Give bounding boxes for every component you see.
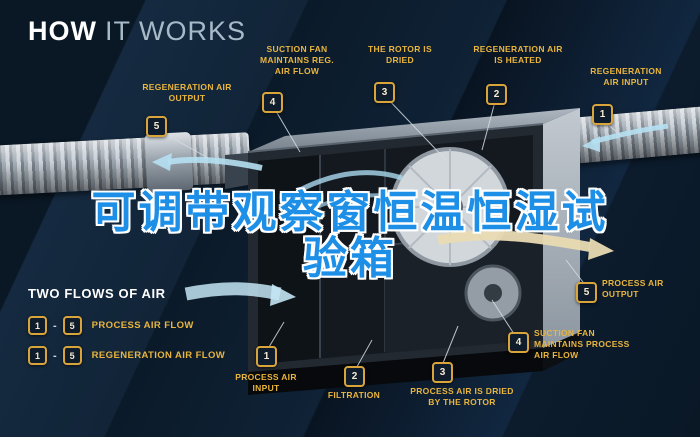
callout-label-process-fan: SUCTION FAN MAINTAINS PROCESS AIR FLOW [534,328,630,361]
legend-separator: - [53,349,57,362]
legend-badge-regen-from: 1 [28,346,47,365]
callout-label-rotor-dried: THE ROTOR IS DRIED [368,44,432,66]
legend-badge-process-to: 5 [62,316,82,335]
callout-label-regen-heated: REGENERATION AIR IS HEATED [473,44,563,66]
callout-label-process-output: PROCESS AIR OUTPUT [602,278,664,300]
overlay-title-line2: 验箱 [303,233,397,284]
legend-row-regeneration: 1 - 5 REGENERATION AIR FLOW [28,346,225,365]
legend-separator: - [53,319,57,332]
callout-badge-process-dried: 3 [432,362,453,383]
legend-badge-process-from: 1 [28,316,47,335]
legend-label-process: PROCESS AIR FLOW [91,320,194,331]
legend-row-process: 1 - 5 PROCESS AIR FLOW [28,316,194,335]
callout-badge-regen-fan: 4 [262,92,283,113]
callout-label-process-input: PROCESS AIR INPUT [235,372,297,394]
page-title-bold: HOW [28,16,97,46]
callout-label-process-dried: PROCESS AIR IS DRIED BY THE ROTOR [410,386,514,408]
legend-badge-regen-to: 5 [62,346,82,365]
callout-badge-regen-heated: 2 [486,84,507,105]
callout-label-regen-fan: SUCTION FAN MAINTAINS REG. AIR FLOW [260,44,334,77]
callout-badge-process-input: 1 [256,346,277,367]
callout-label-regen-input: REGENERATION AIR INPUT [590,66,662,88]
right-air-duct [563,105,700,165]
callout-badge-filtration: 2 [344,366,365,387]
page-title-light: IT WORKS [104,16,246,46]
callout-badge-regen-output: 5 [146,116,167,137]
callout-badge-regen-input: 1 [592,104,613,125]
callout-label-filtration: FILTRATION [327,390,381,400]
legend-label-regeneration: REGENERATION AIR FLOW [91,350,226,361]
callout-label-regen-output: REGENERATION AIR OUTPUT [142,82,232,104]
callout-badge-process-fan: 4 [508,332,529,353]
legend-title: TWO FLOWS OF AIR [28,286,166,301]
callout-badge-rotor-dried: 3 [374,82,395,103]
